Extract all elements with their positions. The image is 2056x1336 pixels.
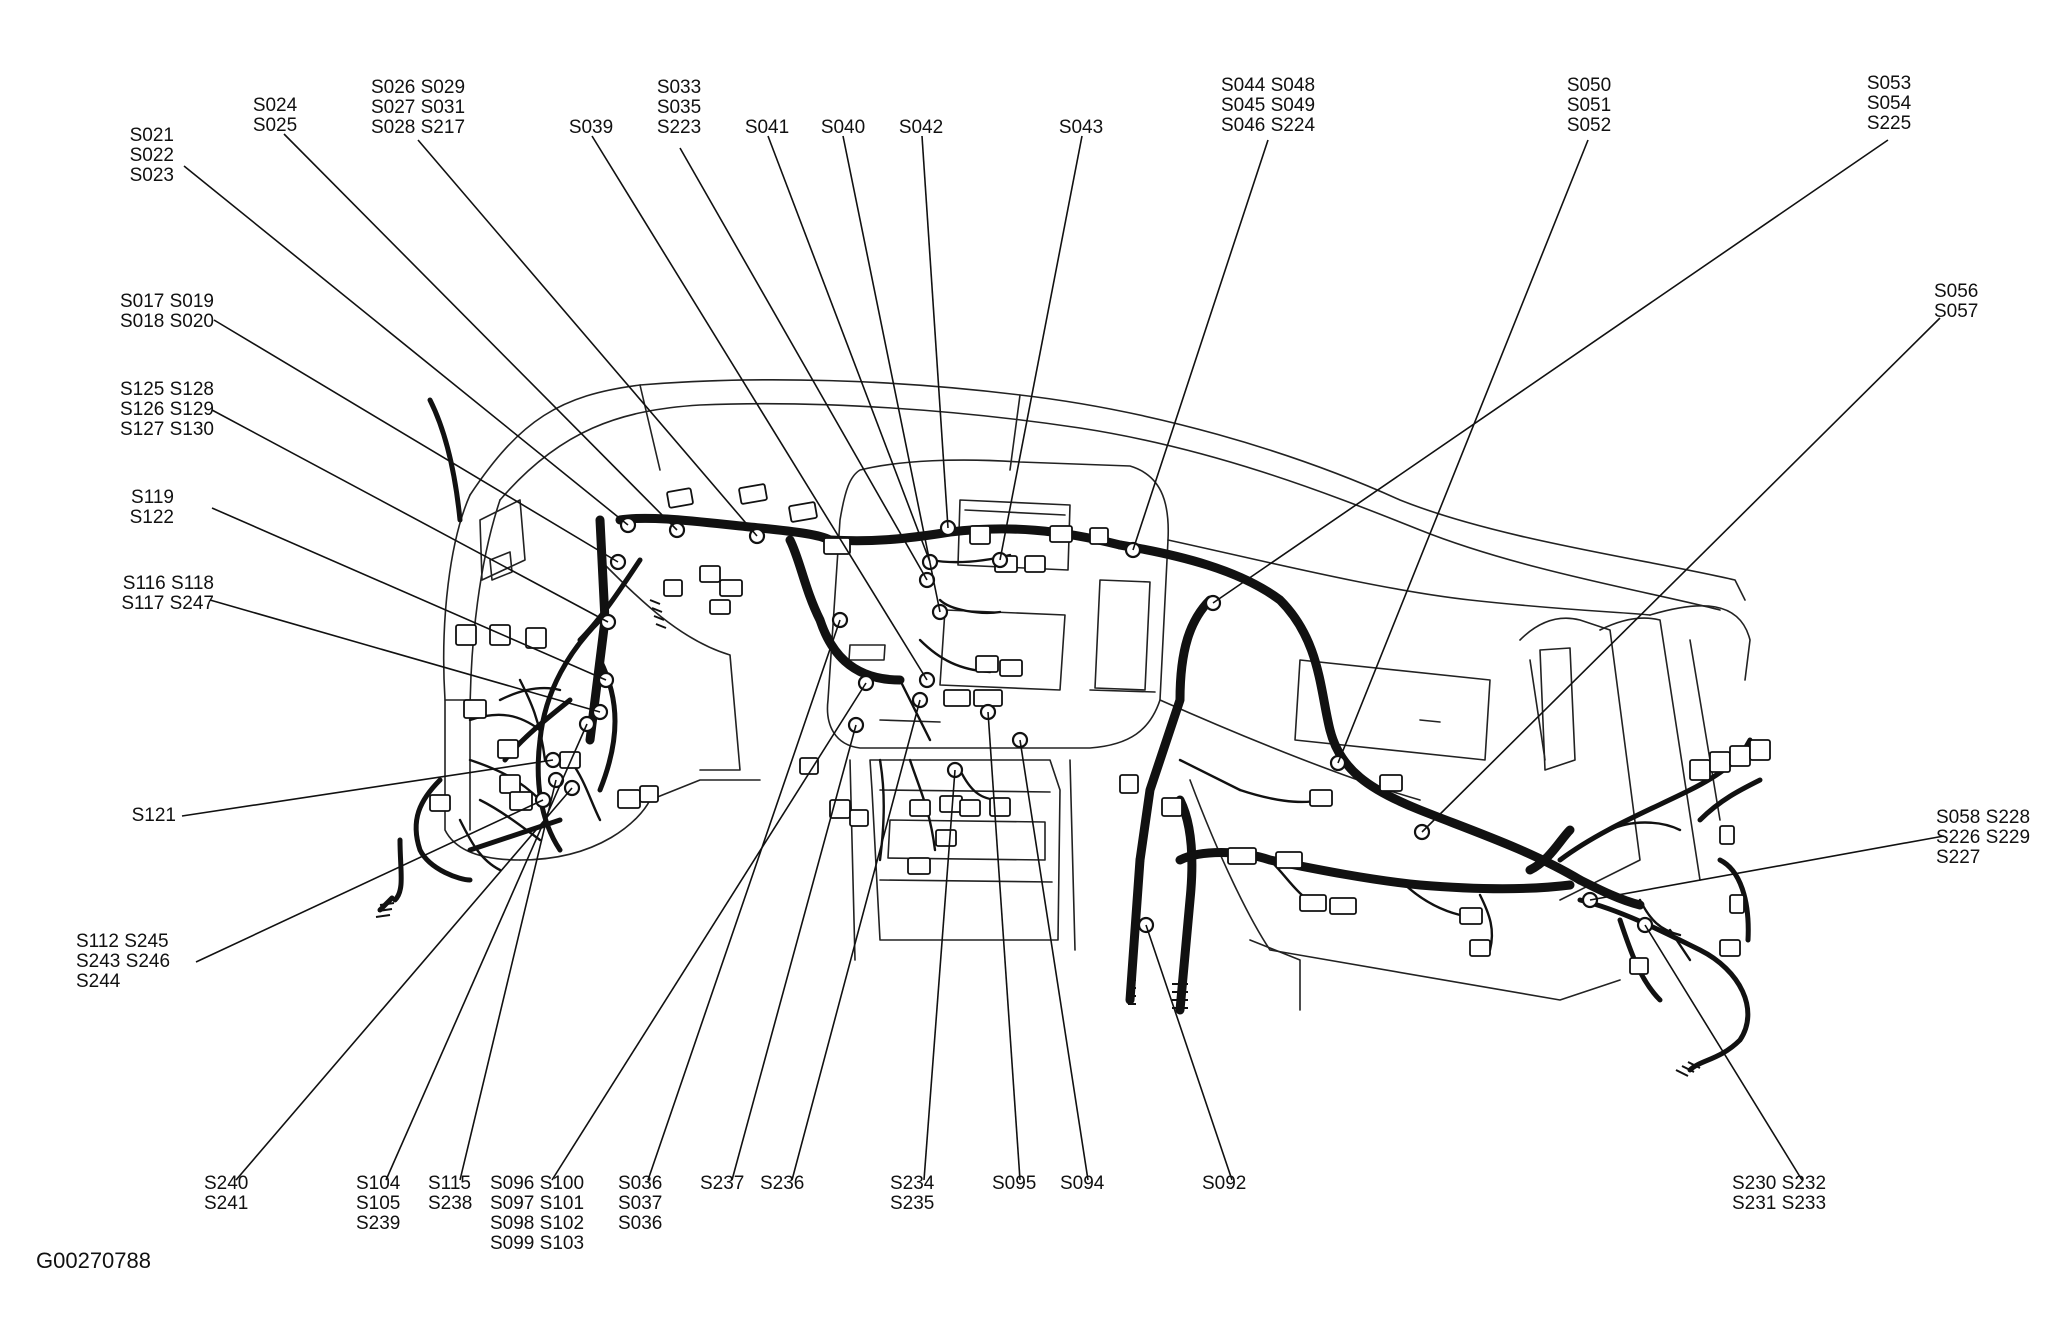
harness-ends	[375, 599, 1701, 1077]
callout-s094: S094	[1060, 1173, 1105, 1194]
callout-s041: S041	[744, 117, 790, 138]
callout-s092: S092	[1202, 1173, 1247, 1194]
dashboard-outline	[442, 378, 1751, 1011]
figure-id: G00270788	[36, 1248, 151, 1273]
callout-s121: S121	[131, 805, 176, 826]
leader-lines	[181, 133, 1945, 1181]
harness-main	[585, 513, 1645, 1015]
harness-thin	[458, 553, 1692, 962]
callout-s042: S042	[898, 117, 944, 138]
callout-s236: S236	[760, 1173, 805, 1194]
callout-s095: S095	[992, 1173, 1037, 1194]
connectors	[429, 483, 1771, 975]
callout-s040: S040	[820, 117, 866, 138]
callout-s039: S039	[568, 117, 614, 138]
harness-medium	[377, 397, 1763, 1073]
callout-s043: S043	[1058, 117, 1104, 138]
callout-s237: S237	[700, 1173, 745, 1194]
